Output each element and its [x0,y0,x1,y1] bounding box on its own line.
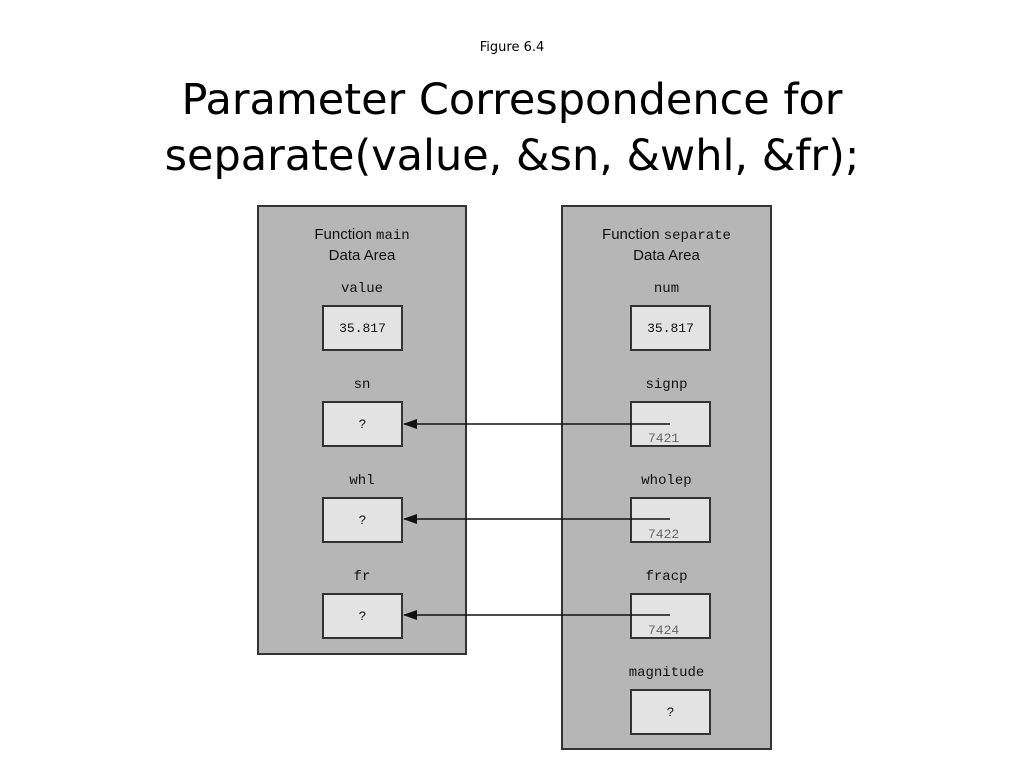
separate-data-area: Function separate Data Area num 35.817 s… [561,205,772,750]
var-label-sn: sn [353,377,371,393]
address-wholep: 7422 [648,527,680,542]
address-signp: 7421 [648,431,680,446]
memory-cell-fr: ? [322,593,403,639]
main-heading-suffix: Data Area [328,247,396,264]
main-heading-prefix: Function [314,226,377,243]
memory-cell-signp: 7421 [630,401,711,447]
var-label-num: num [653,281,680,297]
main-area-heading: Function main Data Area [259,225,465,265]
var-label-fracp: fracp [645,569,688,585]
var-label-signp: signp [645,377,688,393]
address-fracp: 7424 [648,623,680,638]
separate-heading-function-name: separate [663,228,731,244]
cell-content-magnitude: ? [666,704,675,720]
memory-cell-wholep: 7422 [630,497,711,543]
var-label-whl: whl [349,473,375,489]
cell-content-whl: ? [358,512,367,528]
var-label-magnitude: magnitude [628,665,705,681]
memory-cell-whl: ? [322,497,403,543]
main-data-area: Function main Data Area value 35.817 sn … [257,205,467,655]
cell-content-num: 35.817 [647,320,694,336]
cell-content-sn: ? [358,416,367,432]
separate-heading-suffix: Data Area [633,247,700,264]
main-heading-function-name: main [376,228,410,244]
memory-cell-num: 35.817 [630,305,711,351]
figure-caption: Figure 6.4 [479,40,545,55]
var-label-wholep: wholep [641,473,692,489]
separate-area-heading: Function separate Data Area [563,225,770,265]
memory-cell-value: 35.817 [322,305,403,351]
memory-cell-fracp: 7424 [630,593,711,639]
title-line-1: Parameter Correspondence for [181,75,843,125]
var-label-fr: fr [353,569,371,585]
page-title: Parameter Correspondence for separate(va… [0,72,1024,184]
cell-content-fr: ? [358,608,367,624]
var-label-value: value [340,281,383,297]
memory-cell-magnitude: ? [630,689,711,735]
title-line-2: separate(value, &sn, &whl, &fr); [164,131,860,181]
memory-cell-sn: ? [322,401,403,447]
cell-content-value: 35.817 [339,320,386,336]
separate-heading-prefix: Function [602,226,664,243]
